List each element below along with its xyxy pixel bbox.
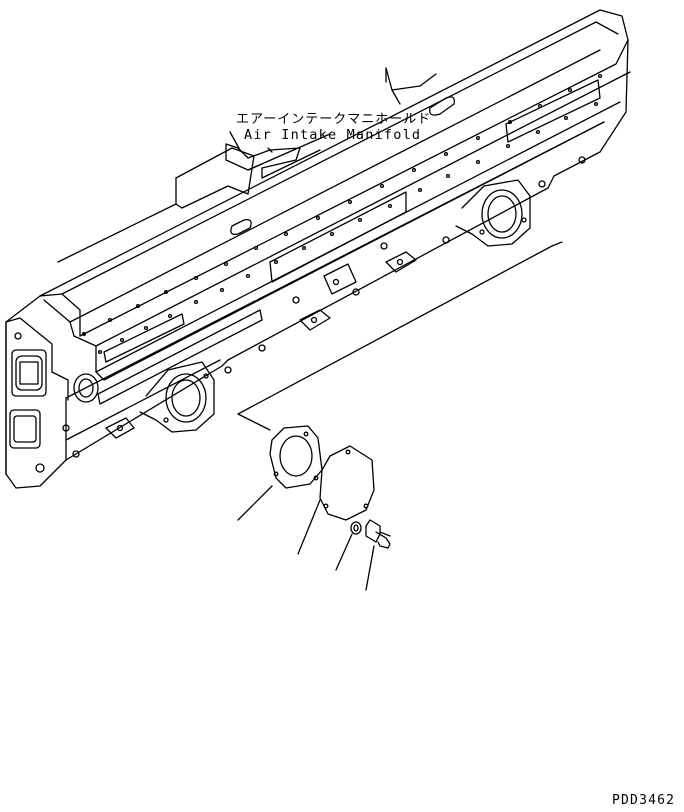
- drawing-code: PDD3462: [612, 793, 676, 808]
- bolt: [366, 520, 390, 548]
- leader-lines: [230, 132, 562, 590]
- air-intake-manifold: [6, 10, 630, 488]
- cover-plate: [320, 446, 374, 520]
- washer: [351, 522, 361, 534]
- callout-english: Air Intake Manifold: [244, 127, 422, 143]
- bolt-holes-top: [83, 75, 602, 354]
- callout-japanese: エアーインテークマニホールド: [236, 112, 432, 127]
- gasket: [270, 426, 322, 488]
